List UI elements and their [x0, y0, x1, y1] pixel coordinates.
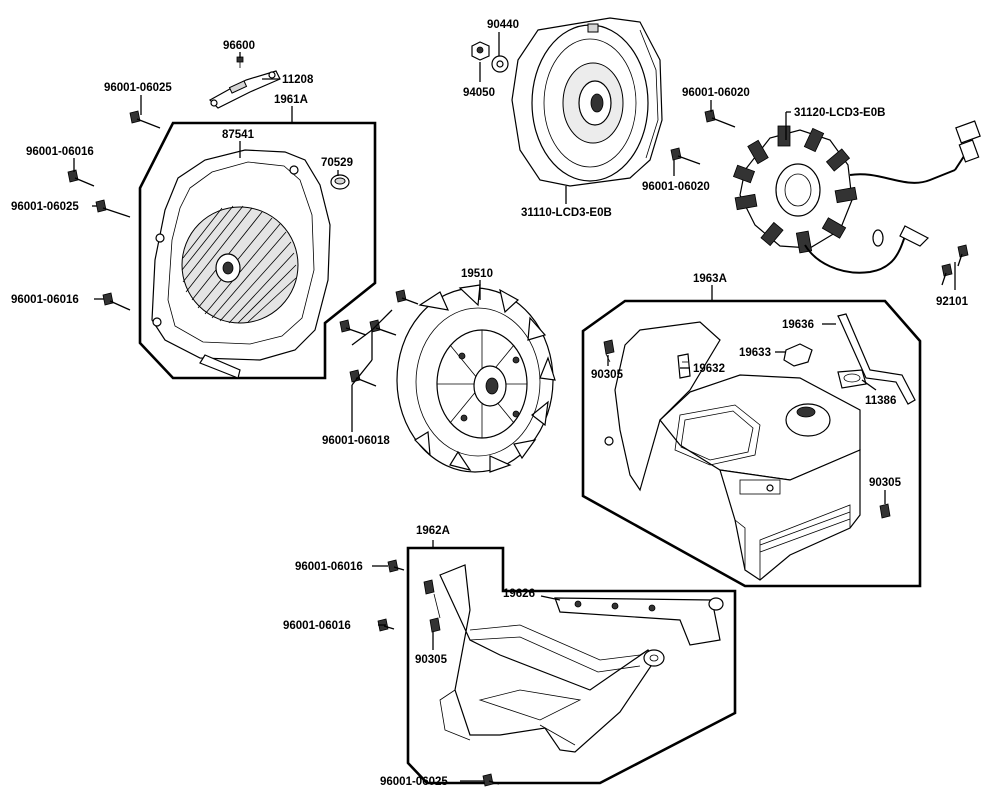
screw-96600 — [236, 56, 244, 68]
group-1962A-outline — [406, 546, 737, 785]
bracket-19636 — [837, 313, 916, 405]
label-92101: 92101 — [936, 296, 969, 308]
clip-90305-a — [603, 339, 615, 363]
screw-96001-06016-top — [67, 169, 95, 187]
label-1962A: 1962A — [416, 525, 450, 537]
screw-92101-a — [957, 244, 969, 267]
label-19636: 19636 — [782, 319, 814, 331]
label-11386: 11386 — [865, 395, 896, 407]
label-19510: 19510 — [461, 268, 493, 280]
grommet-70529 — [330, 174, 350, 190]
clamp-11386 — [837, 369, 867, 389]
label-90305-b: 90305 — [869, 477, 902, 489]
plate-19633 — [783, 343, 813, 367]
shroud-1963A — [614, 321, 861, 581]
label-11208: 11208 — [282, 74, 314, 86]
label-96001-06020-a: 96001-06020 — [682, 87, 750, 99]
label-96001-06016-c: 96001-06016 — [295, 561, 363, 573]
label-31110: 31110-LCD3-E0B — [521, 207, 612, 219]
washer-90440 — [491, 55, 509, 73]
label-19632: 19632 — [693, 363, 725, 375]
clips-90305-c — [423, 579, 441, 633]
group-1961A-outline — [138, 121, 377, 380]
label-1963A: 1963A — [693, 273, 727, 285]
screw-96001-06016-mid — [102, 292, 131, 311]
screws-96001-06018 — [339, 289, 419, 387]
label-96001-06025-a: 96001-06025 — [104, 82, 172, 94]
label-19633: 19633 — [739, 347, 771, 359]
flywheel-31110 — [511, 17, 663, 187]
screw-96001-06025-c — [482, 773, 500, 787]
label-31120: 31120-LCD3-E0B — [794, 107, 885, 119]
screw-96001-06016-c — [387, 559, 405, 573]
label-96600: 96600 — [223, 40, 255, 52]
label-19626: 19626 — [503, 588, 535, 600]
rod-19626 — [554, 597, 724, 646]
screw-96001-06025-top — [129, 110, 161, 129]
screw-96001-06020-b — [670, 147, 701, 165]
label-70529: 70529 — [321, 157, 353, 169]
screw-96001-06020-a — [704, 109, 736, 128]
leader-lines — [73, 32, 956, 782]
label-90305-c: 90305 — [415, 654, 448, 666]
part-labels: 96600 11208 96001-06025 1961A 96001-0601… — [11, 19, 969, 788]
bottom-cover-1962A — [439, 564, 665, 753]
fan-cover-87541 — [151, 149, 331, 379]
bracket-11208 — [209, 70, 281, 109]
label-96001-06018: 96001-06018 — [322, 435, 390, 447]
label-96001-06016-b: 96001-06016 — [11, 294, 79, 306]
screw-96001-06025-mid — [95, 199, 131, 218]
label-96001-06025-c: 96001-06025 — [380, 776, 448, 788]
stator-31120 — [732, 120, 981, 274]
label-96001-06020-b: 96001-06020 — [642, 181, 710, 193]
label-94050: 94050 — [463, 87, 495, 99]
nut-94050 — [471, 41, 490, 61]
label-90305-a: 90305 — [591, 369, 624, 381]
label-96001-06025-b: 96001-06025 — [11, 201, 79, 213]
label-1961A: 1961A — [274, 94, 308, 106]
cooling-fan-19510 — [396, 284, 556, 473]
screw-92101-b — [941, 263, 953, 286]
group-1963A-outline — [581, 299, 922, 588]
label-96001-06016-a: 96001-06016 — [26, 146, 94, 158]
label-90440: 90440 — [487, 19, 519, 31]
clip-90305-b — [879, 503, 891, 519]
clip-19632 — [677, 353, 691, 379]
grommet-small-1963A — [604, 436, 614, 446]
label-87541: 87541 — [222, 129, 255, 141]
label-96001-06016-d: 96001-06016 — [283, 620, 351, 632]
